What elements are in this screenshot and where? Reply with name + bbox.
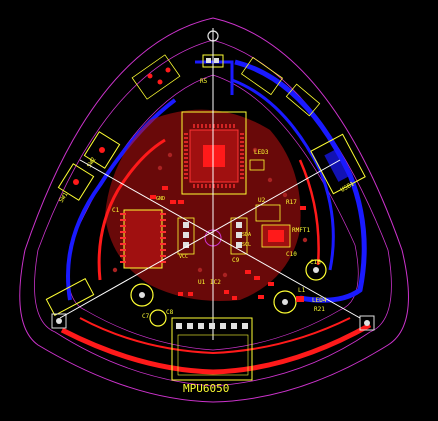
mpu6050-header-pads [176, 323, 248, 329]
label-led3: LED3 [254, 149, 269, 156]
mpu6050-label: MPU6050 [183, 382, 229, 395]
label-r17: R17 [286, 199, 297, 206]
center-header-right [236, 222, 242, 248]
top-copper-bottom-arc-1 [60, 322, 372, 375]
mpu6050-inner-outline [177, 334, 249, 376]
label-c7: C7 [142, 313, 150, 320]
usb-connector[interactable] [310, 133, 366, 195]
led3-footprint [249, 159, 265, 171]
mcu-pins [184, 124, 244, 188]
center-header-right-outline [230, 217, 248, 255]
label-u1: U1 [198, 279, 206, 286]
label-c10: C10 [286, 251, 297, 258]
label-led4: LED4 [312, 297, 327, 304]
center-header-left-outline [177, 217, 195, 255]
right-regulator [261, 224, 291, 248]
capacitor-c7 [130, 283, 154, 307]
left-ic-pins [120, 213, 166, 263]
top-right-cluster [240, 56, 321, 117]
top-copper-left-trace [97, 138, 166, 281]
left-battery-connector[interactable] [45, 278, 95, 329]
alignment-cross [59, 28, 361, 340]
label-gnd: GND [156, 196, 165, 202]
left-ic-body [123, 209, 163, 269]
label-c1: C1 [112, 207, 120, 214]
label-c9: C9 [232, 257, 240, 264]
label-rmft1: RMFT1 [292, 227, 310, 234]
label-u2: U2 [258, 197, 266, 204]
bottom-copper-right-inner [231, 78, 335, 271]
top-left-cluster [131, 54, 181, 100]
label-ic2: IC2 [210, 279, 221, 286]
top-connector-pad-2 [214, 58, 219, 63]
right-ic-u2 [255, 204, 281, 222]
label-c8: C8 [166, 309, 174, 316]
right-battery-connector[interactable] [359, 315, 375, 331]
left-switch-1[interactable] [57, 163, 95, 201]
board-outline-outer [19, 17, 409, 403]
label-sda: SDA [242, 232, 251, 238]
sw1-label: SW1 [58, 191, 70, 204]
capacitor-c16-pad [313, 267, 319, 273]
top-connector-pad-1 [206, 58, 211, 63]
top-copper-bottom-arc-2 [79, 317, 351, 355]
capacitor-c16 [305, 259, 327, 281]
top-copper-right-trace [298, 159, 320, 266]
capacitor-c7-pad [139, 292, 145, 298]
label-l1: L1 [298, 287, 306, 294]
left-switch-2[interactable] [83, 131, 121, 169]
board-outline-inner [34, 39, 392, 387]
bottom-copper-right-arc [234, 59, 367, 303]
capacitor-c10-pad [282, 299, 288, 305]
label-vcc: VCC [179, 254, 188, 260]
label-c16: C16 [310, 259, 321, 266]
sw2-label: SW2 [86, 156, 98, 169]
label-scl: SCL [242, 242, 251, 248]
vias [112, 147, 308, 278]
mcu-outline [181, 111, 247, 195]
mcu-center-pad [203, 145, 225, 167]
label-r5: R5 [200, 78, 208, 85]
mpu6050-module-outline[interactable] [171, 317, 253, 381]
label-r21: R21 [314, 306, 325, 313]
capacitor-c8 [149, 309, 167, 327]
passive-components [150, 186, 306, 302]
center-header-left [183, 222, 189, 248]
